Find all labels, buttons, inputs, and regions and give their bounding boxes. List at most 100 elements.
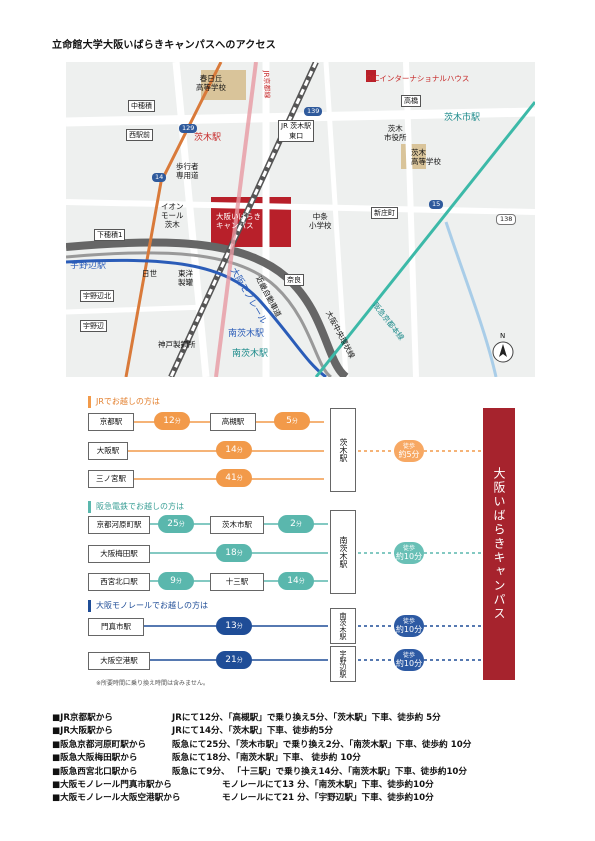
route-138-sign: 138 — [496, 214, 517, 225]
label-jr-ibaraki-east: JR 茨木駅 東口 — [278, 120, 315, 142]
time-unit: 分 — [236, 475, 243, 482]
map-graphics — [66, 62, 535, 377]
walk-label: 徒歩 — [402, 443, 415, 450]
time-value: 18 — [225, 548, 237, 558]
time-pill-hankyu-juso: 14分 — [278, 572, 314, 590]
label-ibaraki-high: 茨木 高等学校 — [411, 148, 441, 166]
list-item-description: 阪急にて25分、「茨木市駅」で乗り換え2分、「南茨木駅」下車、徒歩約 10分 — [172, 739, 472, 750]
route-diagram: JRでお越しの方は 京都駅 12分 高槻駅 5分 大阪駅 14分 三ノ宮駅 41… — [88, 388, 528, 698]
route-15-sign: 15 — [429, 200, 444, 209]
label-shimohozumi: 下穂積1 — [94, 229, 126, 241]
time-value: 14 — [287, 576, 299, 586]
label-takahashi: 高橋 — [401, 95, 421, 107]
hankyu-section-header: 阪急電鉄でお越しの方は — [96, 502, 184, 511]
list-item-origin: ■阪急大阪梅田駅から — [52, 753, 138, 764]
oic-house-marker — [366, 70, 376, 82]
label-nakahozumi: 中穂積 — [128, 100, 155, 112]
label-pedestrian-road: 歩行者 専用道 — [176, 162, 199, 180]
access-map: 春日丘 高等学校 OICインターナショナルハウス 中穂積 139 高橋 茨木市駅… — [66, 62, 535, 377]
station-kadoma-shi: 門真市駅 — [88, 618, 144, 636]
diagram-lines — [88, 396, 484, 661]
station-takatsuki: 高槻駅 — [210, 413, 256, 431]
time-pill-hankyu-umeda: 18分 — [216, 544, 252, 562]
time-pill-hankyu-nishinomiya: 9分 — [158, 572, 194, 590]
list-item: ■阪急京都河原町駅から阪急にて25分、「茨木市駅」で乗り換え2分、「南茨木駅」下… — [52, 739, 572, 752]
walk-badge-monorail-1: 徒歩約10分 — [394, 615, 424, 637]
station-juso: 十三駅 — [210, 573, 264, 591]
walk-label: 徒歩 — [402, 545, 415, 552]
walk-badge-monorail-2: 徒歩約10分 — [394, 649, 424, 671]
list-item-origin: ■大阪モノレール大阪空港駅から — [52, 793, 181, 804]
dest-minami-ibaraki-hankyu: 南茨木駅 — [330, 510, 356, 594]
list-item-origin: ■JR京都駅から — [52, 713, 113, 723]
dest-ibaraki-station: 茨木駅 — [330, 408, 356, 492]
list-item-description: JRにて12分、「高槻駅」で乗り換え5分、「茨木駅」下車、徒歩約 5分 — [172, 713, 441, 723]
label-ibaraki-station: 茨木駅 — [194, 133, 222, 143]
walk-time: 約10分 — [395, 625, 423, 634]
station-osaka: 大阪駅 — [88, 442, 128, 460]
access-list: ■JR京都駅から JRにて12分、「高槻駅」で乗り換え5分、「茨木駅」下車、徒歩約… — [52, 712, 572, 806]
label-city-office: 茨木 市役所 — [384, 124, 407, 142]
label-chujo-school: 中条 小学校 — [309, 212, 332, 230]
list-item-description: 阪急にて18分、「南茨木駅」下車、 徒歩約 10分 — [172, 753, 361, 764]
label-unobe-kita: 宇野辺北 — [80, 290, 114, 302]
time-unit: 分 — [291, 418, 298, 425]
label-toyo-seikan: 東洋 製罐 — [178, 269, 193, 287]
north-label: N — [500, 332, 506, 340]
monorail-section-header: 大阪モノレールでお越しの方は — [96, 601, 208, 610]
time-unit: 分 — [236, 550, 243, 557]
list-item: ■大阪モノレール大阪空港駅から モノレールにて21 分、「宇野辺駅」下車、徒歩約1… — [52, 792, 572, 805]
label-campus: 大阪いばらき キャンパス — [216, 212, 261, 230]
list-item-description: モノレールにて13 分、「南茨木駅」下車、徒歩約10分 — [222, 779, 434, 790]
list-item-description: モノレールにて21 分、「宇野辺駅」下車、徒歩約10分 — [222, 793, 434, 804]
time-unit: 分 — [236, 657, 243, 664]
label-aeon: イオン モール 茨木 — [161, 202, 184, 229]
time-unit: 分 — [298, 578, 305, 585]
list-item-origin: ■大阪モノレール門真市駅から — [52, 779, 172, 790]
list-item: ■大阪モノレール門真市駅から モノレールにて13 分、「南茨木駅」下車、徒歩約10… — [52, 779, 572, 792]
list-item: ■阪急大阪梅田駅から 阪急にて18分、「南茨木駅」下車、 徒歩約 10分 — [52, 752, 572, 765]
walk-label: 徒歩 — [402, 652, 415, 659]
label-nishieki-mae: 西駅前 — [126, 129, 153, 141]
label-ibaraki-shi-station: 茨木市駅 — [444, 113, 481, 123]
station-kyoto: 京都駅 — [88, 413, 134, 431]
time-value: 25 — [167, 519, 179, 529]
time-pill-hankyu-kawaramachi: 25分 — [158, 515, 194, 533]
list-item-description: 阪急にて9分、 「十三駅」で乗り換え14分、「南茨木駅」下車、徒歩約10分 — [172, 766, 467, 777]
time-pill-monorail-kadoma: 13分 — [216, 617, 252, 635]
walk-badge-jr: 徒歩約5分 — [394, 440, 424, 462]
time-unit: 分 — [236, 447, 243, 454]
time-unit: 分 — [178, 521, 185, 528]
time-pill-jr-osaka: 14分 — [216, 441, 252, 459]
time-unit: 分 — [295, 521, 302, 528]
list-item-origin: ■阪急西宮北口駅から — [52, 766, 138, 777]
time-pill-hankyu-ibaraki-shi: 2分 — [278, 515, 314, 533]
time-value: 21 — [225, 655, 237, 665]
jr-section-header: JRでお越しの方は — [96, 397, 160, 406]
time-pill-monorail-airport: 21分 — [216, 651, 252, 669]
footnote: ※所要時間に乗り換え時間は含みません。 — [96, 680, 209, 687]
time-unit: 分 — [236, 623, 243, 630]
label-kobe-steel: 神戸製鋼所 — [158, 340, 196, 349]
walk-time: 約10分 — [395, 659, 423, 668]
time-pill-jr-takatsuki: 5分 — [274, 412, 310, 430]
dest-unobe-station: 宇野辺駅 — [330, 646, 356, 682]
label-oic-house: OICインターナショナルハウス — [366, 74, 470, 83]
station-nishinomiya-kitaguchi: 西宮北口駅 — [88, 573, 150, 591]
route-129-sign: 129 — [179, 124, 198, 133]
list-item: ■阪急西宮北口駅から 阪急にて9分、 「十三駅」で乗り換え14分、「南茨木駅」下車… — [52, 766, 572, 779]
time-value: 5 — [286, 416, 292, 426]
label-shinjo: 新庄町 — [371, 207, 398, 219]
list-item: ■JR京都駅から JRにて12分、「高槻駅」で乗り換え5分、「茨木駅」下車、徒歩約… — [52, 712, 572, 725]
station-umeda: 大阪梅田駅 — [88, 545, 150, 563]
walk-badge-hankyu: 徒歩約10分 — [394, 542, 424, 564]
station-kawaramachi: 京都河原町駅 — [88, 516, 150, 534]
label-jr-line: JR京都線 — [261, 70, 271, 99]
time-value: 41 — [225, 473, 237, 483]
time-unit: 分 — [174, 418, 181, 425]
label-kasugaoka: 春日丘 高等学校 — [196, 74, 226, 92]
station-ibaraki-shi: 茨木市駅 — [210, 516, 264, 534]
label-nara: 奈良 — [284, 274, 304, 286]
label-unobe: 宇野辺 — [80, 320, 107, 332]
